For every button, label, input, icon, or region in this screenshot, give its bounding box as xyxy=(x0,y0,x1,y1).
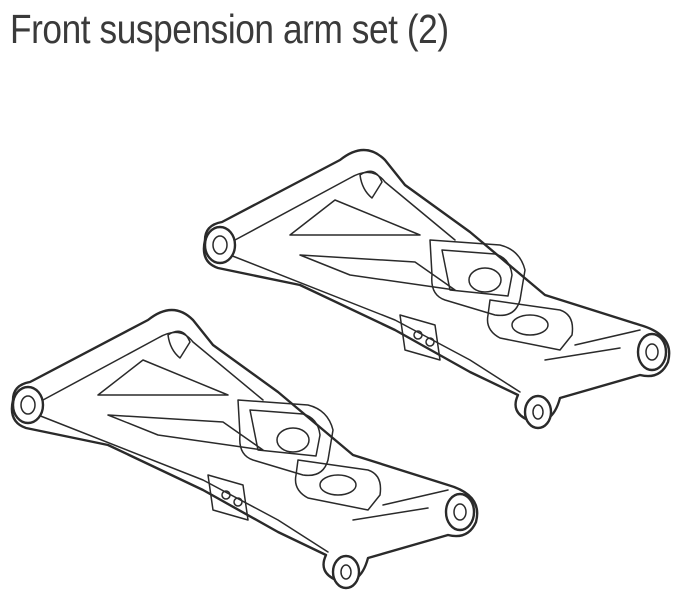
part-title: Front suspension arm set (2) xyxy=(10,6,449,52)
suspension-arm-rear xyxy=(202,148,671,430)
suspension-arm-front xyxy=(10,308,479,590)
